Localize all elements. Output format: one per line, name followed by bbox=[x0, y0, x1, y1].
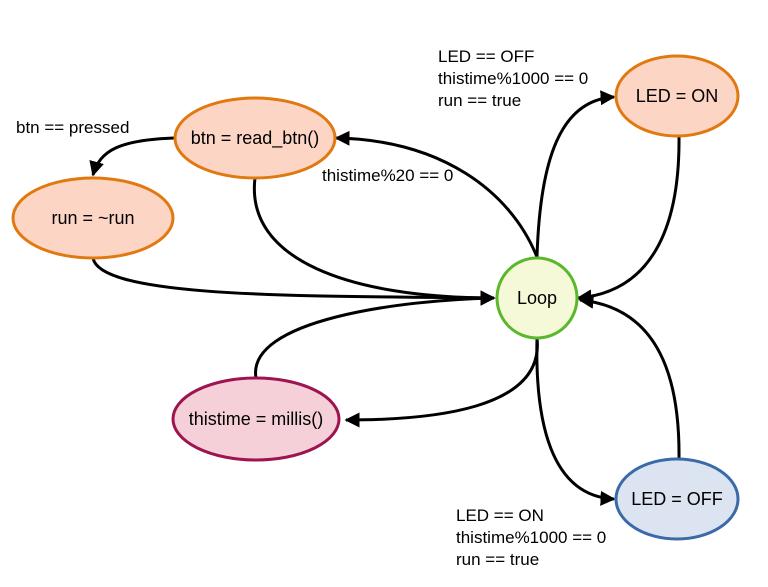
edge-read-btn-to-run-toggle bbox=[89, 136, 175, 177]
edge-loop-to-read-btn bbox=[334, 130, 539, 258]
edge-loop-to-millis bbox=[344, 337, 539, 428]
node-read-btn-label: btn = read_btn() bbox=[191, 128, 320, 149]
node-run-toggle: run = ~run bbox=[11, 176, 175, 260]
condition-to-on-line-3: run == true bbox=[438, 91, 521, 110]
condition-to-off-line-3: run == true bbox=[456, 550, 539, 569]
edge-run-toggle-to-loop bbox=[91, 257, 496, 306]
node-loop-shape bbox=[495, 256, 579, 340]
edges bbox=[89, 90, 681, 506]
edge-loop-to-led-on bbox=[535, 90, 616, 258]
node-read-btn: btn = read_btn() bbox=[173, 96, 337, 180]
condition-poll: thistime%20 == 0 bbox=[322, 166, 453, 185]
node-led-off-label: LED = OFF bbox=[631, 489, 723, 509]
edge-led-off-to-loop bbox=[578, 293, 681, 461]
node-millis-shape bbox=[171, 376, 341, 462]
edge-read-btn-to-loop bbox=[252, 177, 496, 306]
edge-labels: btn == pressed thistime%20 == 0 LED == O… bbox=[16, 47, 606, 569]
node-led-off-shape bbox=[614, 457, 740, 541]
condition-to-on-line-1: LED == OFF bbox=[438, 47, 534, 66]
edge-led-on-to-loop bbox=[576, 135, 681, 305]
node-led-on-label: LED = ON bbox=[636, 86, 719, 106]
condition-to-off-line-2: thistime%1000 == 0 bbox=[456, 528, 606, 547]
node-run-toggle-shape bbox=[11, 176, 175, 260]
node-led-off: LED = OFF bbox=[614, 457, 740, 541]
edge-millis-to-loop bbox=[254, 290, 496, 379]
node-read-btn-shape bbox=[173, 96, 337, 180]
condition-btn-pressed: btn == pressed bbox=[16, 118, 129, 137]
node-millis-label: thistime = millis() bbox=[189, 409, 324, 429]
node-millis: thistime = millis() bbox=[171, 376, 341, 462]
node-loop: Loop bbox=[495, 256, 579, 340]
edge-loop-to-led-off bbox=[535, 337, 616, 506]
node-run-toggle-label: run = ~run bbox=[51, 208, 134, 228]
node-led-on: LED = ON bbox=[614, 54, 740, 138]
node-led-on-shape bbox=[614, 54, 740, 138]
node-loop-label: Loop bbox=[517, 288, 557, 308]
condition-to-off-line-1: LED == ON bbox=[456, 506, 544, 525]
condition-to-on-line-2: thistime%1000 == 0 bbox=[438, 69, 588, 88]
